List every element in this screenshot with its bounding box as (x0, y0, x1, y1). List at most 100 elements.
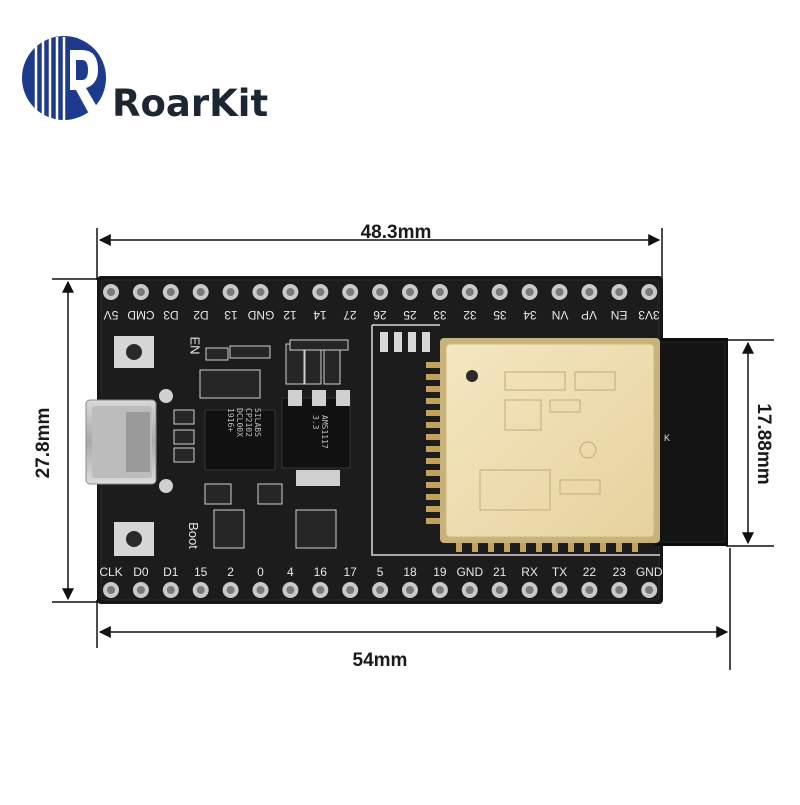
header-pin-top-hole (196, 288, 205, 296)
module-pad (616, 540, 622, 552)
pin-label-bottom: 0 (257, 565, 264, 579)
header-pins-top (103, 284, 658, 300)
pin-label-bottom: 17 (343, 565, 357, 579)
header-pin-top-hole (256, 288, 265, 296)
pin-label-top: 25 (403, 308, 417, 322)
header-pin-bottom-hole (316, 586, 325, 594)
pin-label-bottom: GND (456, 565, 484, 579)
pin-label-bottom: D1 (163, 565, 179, 579)
module-pad (394, 332, 402, 352)
header-pin-bottom-hole (136, 586, 145, 594)
pin-label-top: 33 (433, 308, 447, 322)
pin-label-bottom: 21 (493, 565, 507, 579)
header-pin-bottom-hole (645, 586, 654, 594)
en-label: EN (187, 336, 203, 355)
header-pin-top-hole (226, 288, 235, 296)
pin-label-bottom: 5 (376, 565, 384, 579)
pin-label-bottom: GND (635, 565, 663, 579)
smd-component (204, 483, 232, 505)
header-pin-top-hole (286, 288, 295, 296)
brand-logo-icon (22, 36, 106, 120)
pin-label-top: VN (551, 308, 568, 322)
module-pad (408, 332, 416, 352)
header-pin-top-hole (107, 288, 115, 296)
smd-component (173, 409, 195, 425)
header-pin-bottom-hole (196, 586, 205, 594)
module-pad (584, 540, 590, 552)
smd-component (173, 447, 195, 463)
smd-component (205, 347, 229, 361)
module-pad (600, 540, 606, 552)
pin-label-bottom: 23 (612, 565, 626, 579)
header-pin-top-hole (316, 288, 325, 296)
en-button[interactable] (103, 330, 175, 372)
brand-name: RoarKit (112, 82, 269, 125)
module-pad (426, 494, 442, 500)
header-pin-bottom-hole (525, 586, 534, 594)
header-pin-bottom-hole (555, 586, 564, 594)
usb-chip-marking: SILABS CP2102 DCL00X 1916+ (226, 408, 262, 437)
pin-label-bottom: 18 (403, 565, 417, 579)
header-pin-top-hole (585, 288, 594, 296)
pin-label-bottom: CLK (99, 565, 123, 579)
module-outline (371, 324, 660, 556)
dimension-label-board-width: 27.8mm (33, 407, 54, 479)
header-pin-top-hole (615, 288, 624, 296)
header-pin-top-hole (555, 288, 564, 296)
header-pin-bottom-hole (495, 586, 504, 594)
pin-label-top: 35 (493, 308, 507, 322)
boot-label: Boot (185, 522, 201, 549)
module-pad (426, 506, 442, 512)
pin-label-top: VP (581, 308, 598, 322)
header-pin-bottom-hole (435, 586, 444, 594)
smd-components (173, 339, 349, 549)
dimension-label-total-length: 54mm (352, 650, 408, 671)
pin-label-bottom: 4 (287, 565, 294, 579)
pin-label-top: 3V3 (638, 308, 660, 322)
pin-label-bottom: RX (521, 565, 538, 579)
module-pad (426, 374, 442, 380)
smd-component (229, 345, 271, 359)
pin-label-bottom: 2 (227, 565, 234, 579)
module-pad (472, 540, 478, 552)
header-pin-top-hole (166, 288, 175, 296)
header-pin-top-hole (346, 288, 355, 296)
regulator-marking: AMS1117 3.3 (311, 415, 329, 449)
module-pad (552, 540, 558, 552)
header-pin-top-hole (495, 288, 504, 296)
pin-label-top: 26 (373, 308, 387, 322)
module-pads (380, 332, 638, 552)
pin-label-top: 12 (283, 308, 298, 322)
header-pin-bottom-hole (465, 586, 474, 594)
pin-label-bottom: 22 (582, 565, 597, 579)
pin-label-top: 14 (313, 308, 327, 322)
smd-component (213, 509, 245, 549)
module-pad (632, 540, 638, 552)
micro-usb-connector (85, 389, 173, 493)
header-pin-bottom-hole (286, 586, 295, 594)
header-pin-top-hole (406, 288, 414, 296)
module-pad (380, 332, 388, 352)
pin-label-top: 32 (463, 308, 477, 322)
pin-label-bottom: TX (551, 565, 568, 579)
header-pin-bottom-hole (585, 586, 594, 594)
pin-label-bottom: 16 (313, 565, 327, 579)
boot-button[interactable] (103, 517, 175, 561)
pin-label-top: D3 (163, 308, 179, 322)
module-pad (426, 458, 442, 464)
smd-component (289, 339, 349, 351)
module-pad (488, 540, 494, 552)
header-pin-top-hole (465, 288, 474, 296)
esp32-module (440, 338, 660, 543)
pin-label-bottom: 19 (433, 565, 447, 579)
module-pad (426, 446, 442, 452)
dimension-lines (52, 228, 774, 670)
smd-component (295, 509, 337, 549)
smd-component (173, 429, 195, 445)
pin-label-top: EN (610, 308, 628, 322)
module-pad (426, 482, 442, 488)
header-pin-bottom-hole (615, 586, 624, 594)
pin-label-bottom: 15 (194, 565, 208, 579)
header-pin-top-hole (376, 288, 385, 296)
